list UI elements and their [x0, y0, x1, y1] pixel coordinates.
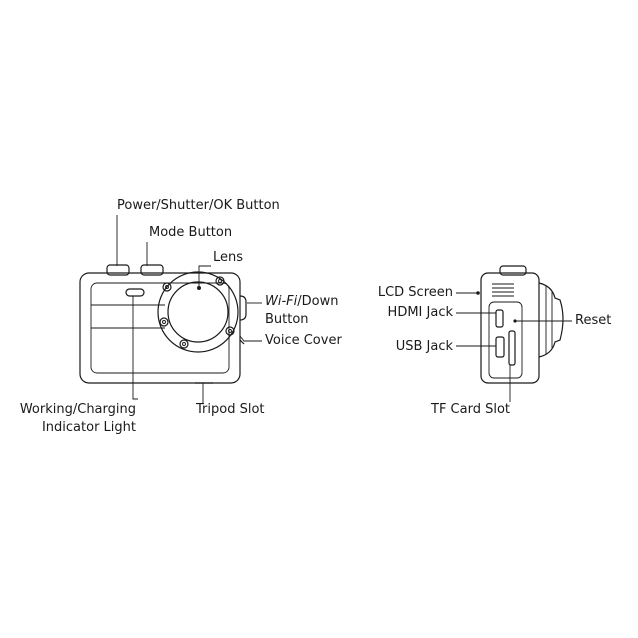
front-leader-lines: [116, 215, 262, 404]
hdmi-jack-label: HDMI Jack: [387, 305, 453, 320]
reset-label: Reset: [575, 313, 612, 328]
tf-card-slot-shape: [508, 330, 516, 366]
port-cover: [488, 301, 523, 379]
indicator-light-shape: [125, 288, 145, 297]
tf-card-slot-label: TF Card Slot: [431, 402, 511, 417]
voice-cover-label: Voice Cover: [265, 333, 342, 348]
usb-jack-label: USB Jack: [395, 339, 453, 354]
power-shutter-ok-button-label: Power/Shutter/OK Button: [117, 198, 280, 213]
wifi-button-shape: [239, 295, 247, 321]
wifi-down-button-label: Wi-Fi/Down: [265, 294, 338, 310]
side-leader-lines: [456, 291, 572, 402]
tripod-slot-label: Tripod Slot: [196, 402, 265, 417]
hdmi-jack-shape: [495, 309, 504, 328]
lens-label: Lens: [213, 250, 244, 265]
mode-button-label: Mode Button: [149, 225, 233, 240]
down-label-text: /Down: [297, 294, 339, 309]
front-camera-illustration: [79, 264, 247, 384]
mode-button-shape: [140, 264, 164, 276]
wifi-down-button-label-line2: Button: [265, 312, 309, 327]
working-charging-label: Working/Charging: [19, 402, 136, 417]
indicator-light-label: Indicator Light: [41, 420, 136, 435]
side-camera-illustration: [480, 265, 564, 384]
wifi-label-italic: Wi-Fi: [265, 294, 298, 309]
front-body-outer: [79, 272, 241, 384]
usb-jack-shape: [495, 336, 505, 358]
side-lens-shape: [538, 282, 564, 358]
power-button-shape: [106, 264, 130, 276]
lcd-screen-label: LCD Screen: [377, 285, 453, 300]
lens-glass: [167, 281, 229, 343]
lens-ring-outer: [157, 271, 239, 353]
